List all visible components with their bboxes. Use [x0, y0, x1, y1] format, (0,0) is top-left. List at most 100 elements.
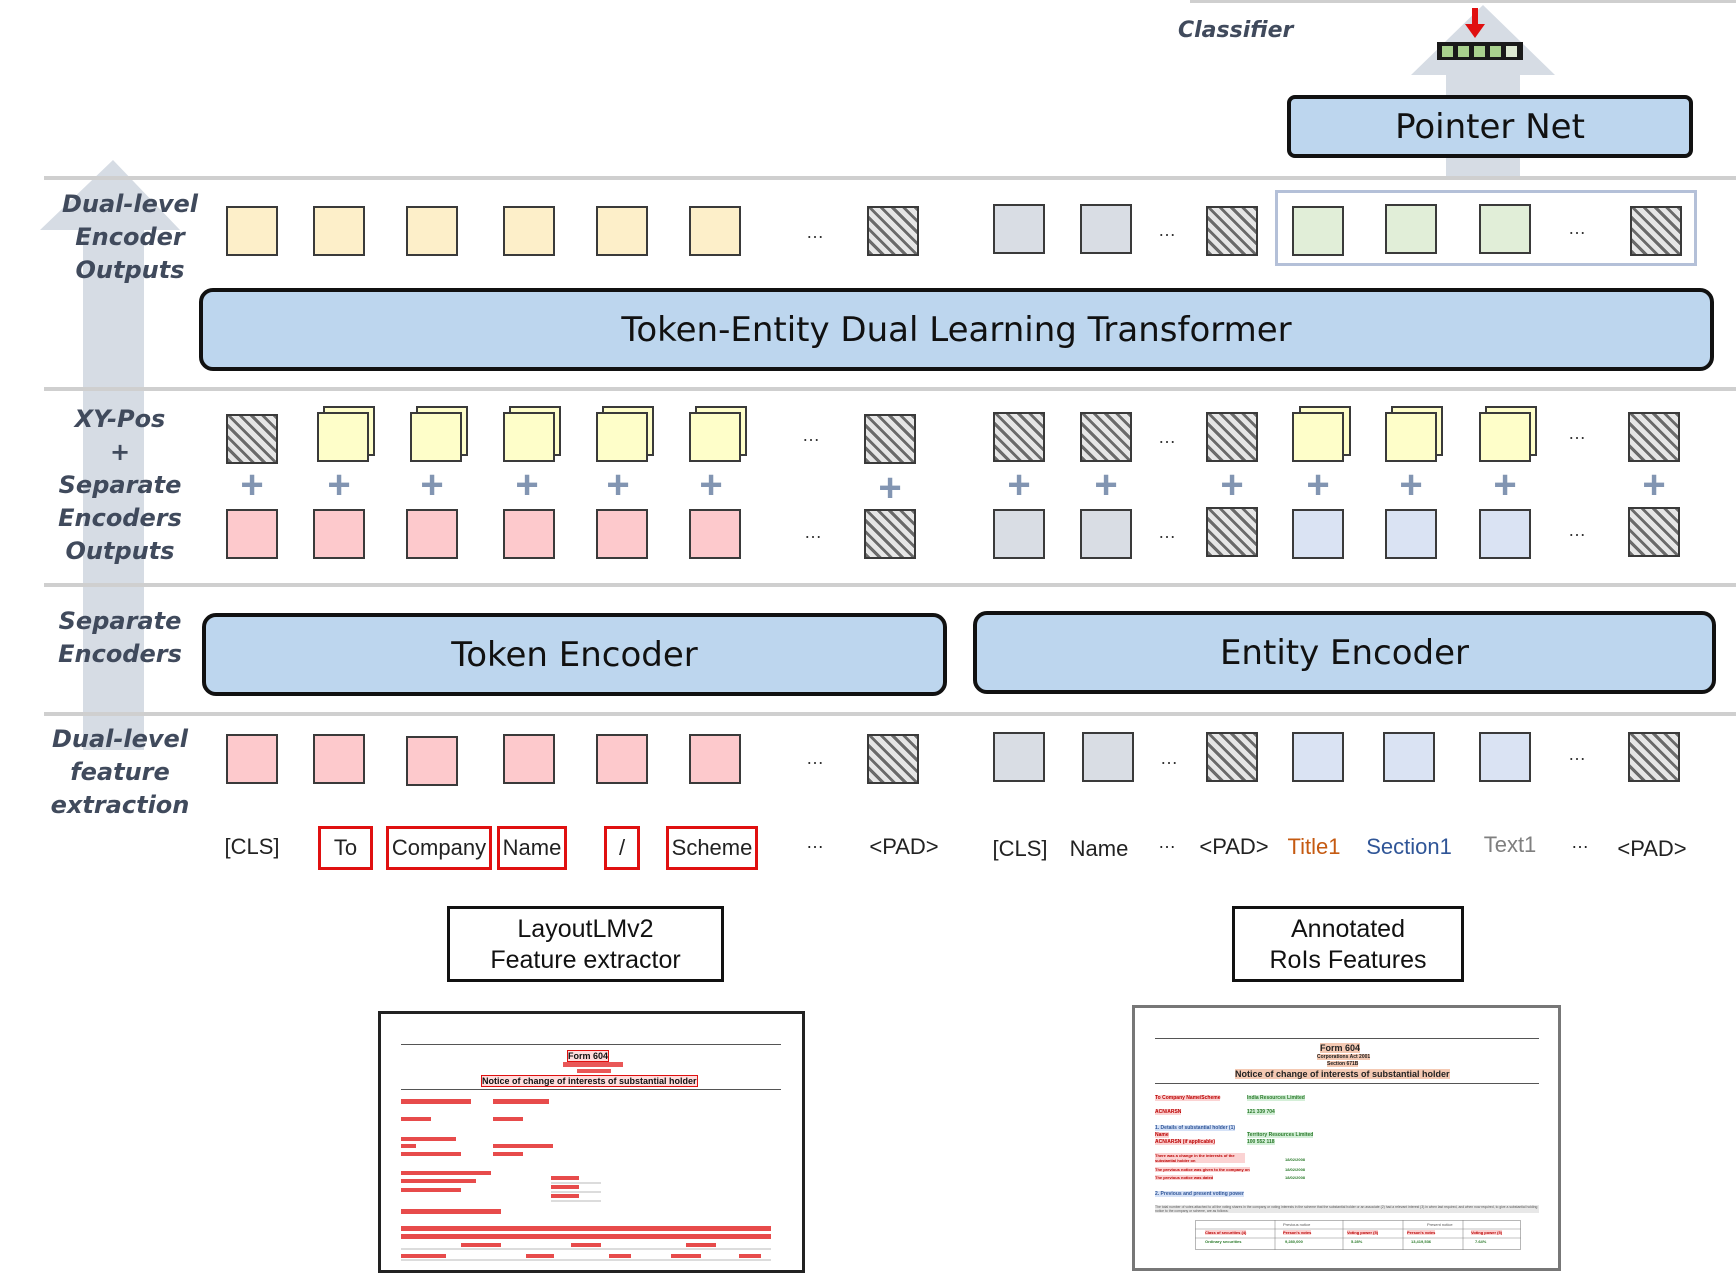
entity-encoder-output: [993, 509, 1045, 559]
token-label-ellipsis: …: [806, 832, 824, 852]
ellipsis: …: [1568, 744, 1586, 764]
entity-label-title: Title1: [1287, 834, 1341, 859]
doc-rule: [1155, 1083, 1539, 1084]
plus-sign: +: [1493, 463, 1517, 507]
separator-3: [44, 583, 1736, 587]
doc-acn-value: 121 339 704: [1247, 1109, 1275, 1115]
doc-table-header: Person's votes: [1283, 1230, 1312, 1235]
doc-table-cell: Ordinary securities: [1205, 1239, 1242, 1244]
token-label-scheme: Scheme: [666, 826, 758, 870]
entity-encoder-label: Entity Encoder: [1219, 632, 1470, 673]
entity-encoder-output: [1080, 509, 1132, 559]
encoder-output-token: [313, 206, 365, 256]
doc-voting-text: The total number of votes attached to al…: [1155, 1205, 1539, 1213]
doc-acn2-label: ACN/ARSN (if applicable): [1155, 1139, 1216, 1145]
plus-sign: +: [515, 463, 539, 507]
encoder-output-entity: [993, 204, 1045, 254]
token-feature: [313, 734, 365, 784]
encoder-output-token: [503, 206, 555, 256]
side-label-encoder-outputs: Dual-level Encoder Outputs: [61, 190, 199, 284]
plus-sign: +: [1399, 463, 1423, 507]
ellipsis: …: [806, 222, 824, 242]
ellipsis: …: [804, 522, 822, 542]
position-embedding: [410, 412, 462, 462]
plus-sign: +: [699, 463, 723, 507]
ellipsis: …: [1568, 423, 1586, 443]
token-label-slash: /: [604, 826, 640, 870]
doc-table-header: Voting power (5): [1347, 1230, 1379, 1235]
doc-rule: [401, 1044, 781, 1045]
separator-1: [44, 176, 1736, 180]
transformer-box: Token-Entity Dual Learning Transformer: [199, 288, 1714, 371]
entity-encoder-output-pad: [1628, 507, 1680, 557]
doc-notice-title: Notice of change of interests of substan…: [481, 1075, 698, 1087]
document-thumbnail-entities: Form 604 Corporations Act 2001 Section 6…: [1132, 1005, 1561, 1271]
token-encoder-box: Token Encoder: [202, 613, 947, 696]
plus-sign: +: [420, 463, 444, 507]
plus-sign: +: [1094, 463, 1118, 507]
plus-sign: +: [240, 463, 264, 507]
position-embedding-pad: [1080, 412, 1132, 462]
encoder-output-token: [596, 206, 648, 256]
token-feature: [689, 734, 741, 784]
doc-name-label: Name: [1155, 1132, 1169, 1138]
doc-bbox: [563, 1062, 623, 1067]
annotated-label-line2: RoIs Features: [1269, 946, 1427, 974]
doc-company-label: To Company Name/Scheme: [1155, 1095, 1221, 1101]
token-feature: [226, 734, 278, 784]
doc-subtitle: Corporations Act 2001: [1317, 1054, 1371, 1060]
position-embedding-pad: [1628, 412, 1680, 462]
plus-sign: +: [606, 463, 630, 507]
doc-table-group-previous: Previous notice: [1283, 1222, 1311, 1227]
doc-form-title: Form 604: [1320, 1043, 1361, 1053]
entity-label-ellipsis: …: [1571, 832, 1589, 852]
encoder-output-token: [689, 206, 741, 256]
token-feature-pad: [867, 734, 919, 784]
separator-4: [44, 712, 1736, 716]
doc-table-header: Class of securities (4): [1205, 1230, 1247, 1235]
position-embedding: [596, 412, 648, 462]
entity-label-name: Name: [1069, 836, 1129, 861]
entity-feature-pad: [1628, 732, 1680, 782]
position-embedding-pad: [864, 414, 916, 464]
token-encoder-output: [313, 509, 365, 559]
token-label-pad: <PAD>: [869, 834, 939, 859]
encoder-output-entity: [1080, 204, 1132, 254]
position-embedding: [1385, 412, 1437, 462]
pointer-net-box: Pointer Net: [1287, 95, 1693, 158]
ellipsis: …: [1160, 748, 1178, 768]
encoder-output-entity-roi: [1292, 206, 1344, 256]
doc-change-date: 18/02/2008: [1285, 1157, 1306, 1162]
classifier-label: Classifier: [1178, 18, 1294, 43]
entity-encoder-output-pad: [1206, 507, 1258, 557]
pointer-net-label: Pointer Net: [1395, 106, 1585, 147]
transformer-label: Token-Entity Dual Learning Transformer: [621, 309, 1292, 350]
token-label-company: Company: [386, 826, 492, 870]
entity-label-pad: <PAD>: [1199, 834, 1269, 859]
doc-form-title: Form 604: [567, 1050, 610, 1062]
token-feature: [406, 736, 458, 786]
entity-feature: [993, 732, 1045, 782]
ellipsis: …: [1158, 522, 1176, 542]
entity-label-ellipsis: …: [1158, 832, 1176, 852]
doc-details-heading: 1. Details of substantial holder (1): [1155, 1125, 1236, 1131]
position-embedding: [689, 412, 741, 462]
doc-table-cell: 5.28%: [1351, 1239, 1363, 1244]
plus-sign: +: [327, 463, 351, 507]
entity-feature: [1383, 732, 1435, 782]
entity-encoder-output: [1479, 509, 1531, 559]
ellipsis: …: [802, 425, 820, 445]
doc-table-cell: 13,419,536: [1411, 1239, 1432, 1244]
entity-feature: [1292, 732, 1344, 782]
entity-encoder-box: Entity Encoder: [973, 611, 1716, 694]
doc-dated-text: The previous notice was dated: [1155, 1175, 1214, 1180]
doc-table-group-present: Present notice: [1427, 1222, 1453, 1227]
position-embedding-pad: [226, 414, 278, 464]
layoutlm-box: LayoutLMv2 Feature extractor: [447, 906, 724, 982]
entity-label-text: Text1: [1483, 832, 1537, 857]
ellipsis: …: [1158, 427, 1176, 447]
classifier-output-icon: [1437, 8, 1523, 60]
separator-top: [1190, 0, 1736, 3]
doc-section: Section 671B: [1327, 1061, 1359, 1067]
entity-feature: [1479, 732, 1531, 782]
